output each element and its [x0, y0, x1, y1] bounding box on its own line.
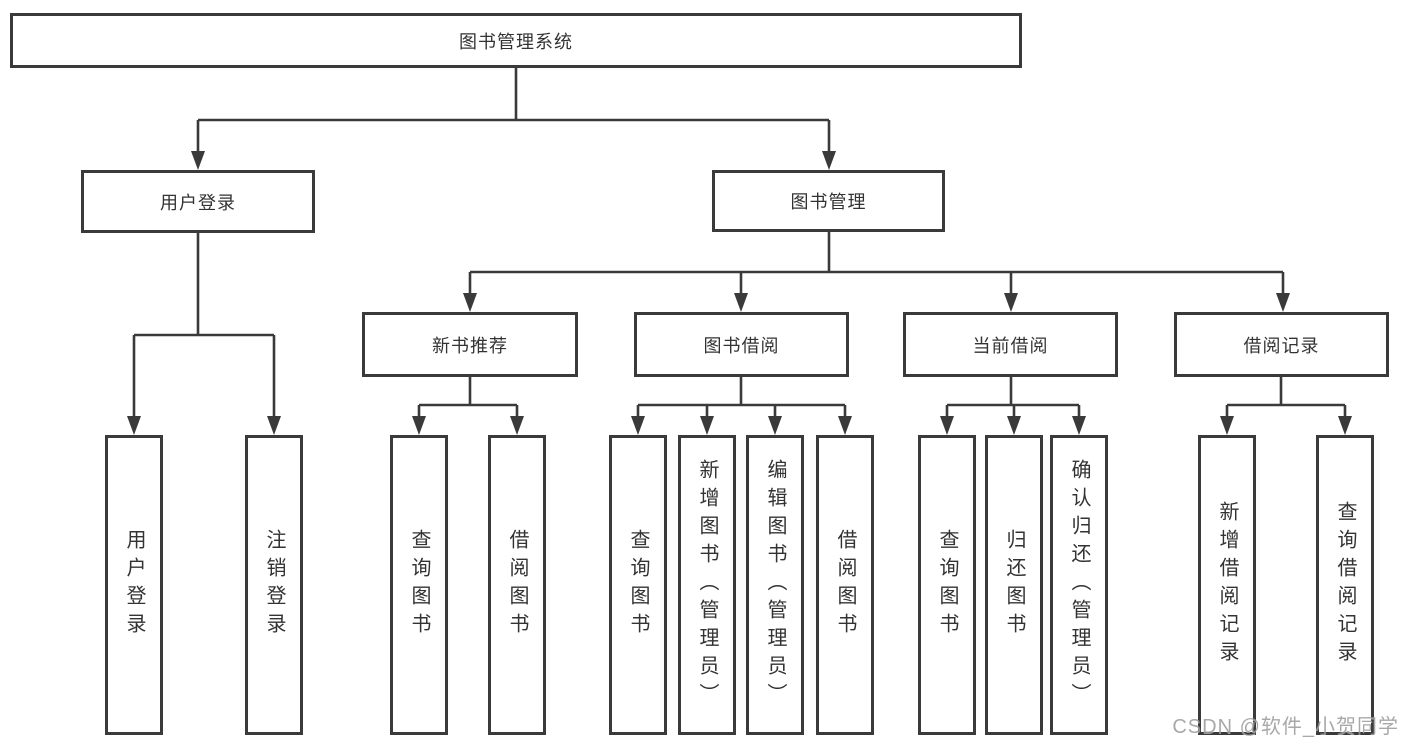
node-book-management: 图书管理	[712, 170, 945, 232]
node-label: 图书借阅	[703, 335, 780, 356]
csdn-watermark: CSDN @软件_小贺同学	[1172, 716, 1399, 738]
node-label: 图书管理	[790, 192, 867, 212]
leaf-borrow-books-borrowing: 借阅图书	[816, 435, 874, 735]
leaf-query-books-recommend: 查询图书	[390, 435, 448, 735]
leaf-return-books: 归还图书	[985, 435, 1043, 735]
leaf-logout: 注销登录	[245, 435, 303, 735]
leaf-query-books-current: 查询图书	[918, 435, 976, 735]
leaf-label: 借阅图书	[834, 529, 856, 641]
leaf-label: 借阅图书	[506, 529, 528, 641]
leaf-query-books-borrowing: 查询图书	[609, 435, 667, 735]
node-label: 用户登录	[160, 192, 236, 213]
node-book-management-system: 图书管理系统	[10, 13, 1022, 68]
node-new-book-recommend: 新书推荐	[362, 312, 578, 377]
leaf-label: 新增图书（管理员）	[696, 459, 718, 711]
node-current-borrowing: 当前借阅	[903, 312, 1118, 377]
node-book-borrowing: 图书借阅	[634, 312, 849, 377]
leaf-borrow-books-recommend: 借阅图书	[488, 435, 546, 735]
leaf-label: 新增借阅记录	[1216, 501, 1238, 669]
node-label: 借阅记录	[1243, 335, 1320, 356]
leaf-label: 归还图书	[1003, 529, 1025, 641]
node-label: 新书推荐	[432, 335, 508, 356]
leaf-add-book-admin: 新增图书（管理员）	[678, 435, 736, 735]
leaf-query-borrow-record: 查询借阅记录	[1316, 435, 1374, 735]
leaf-label: 注销登录	[263, 529, 285, 641]
node-borrowing-records: 借阅记录	[1174, 312, 1389, 377]
leaf-label: 查询图书	[408, 529, 430, 641]
leaf-label: 编辑图书（管理员）	[764, 459, 786, 711]
leaf-label: 查询图书	[936, 529, 958, 641]
node-label: 图书管理系统	[459, 31, 573, 52]
leaf-confirm-return-admin: 确认归还（管理员）	[1050, 435, 1108, 735]
leaf-label: 查询借阅记录	[1334, 501, 1356, 669]
node-label: 当前借阅	[972, 335, 1049, 356]
leaf-label: 确认归还（管理员）	[1068, 459, 1090, 711]
leaf-label: 查询图书	[627, 529, 649, 641]
node-user-login: 用户登录	[81, 170, 315, 233]
leaf-add-borrow-record: 新增借阅记录	[1198, 435, 1256, 735]
leaf-label: 用户登录	[123, 529, 145, 641]
leaf-user-login: 用户登录	[105, 435, 163, 735]
leaf-edit-book-admin: 编辑图书（管理员）	[746, 435, 804, 735]
